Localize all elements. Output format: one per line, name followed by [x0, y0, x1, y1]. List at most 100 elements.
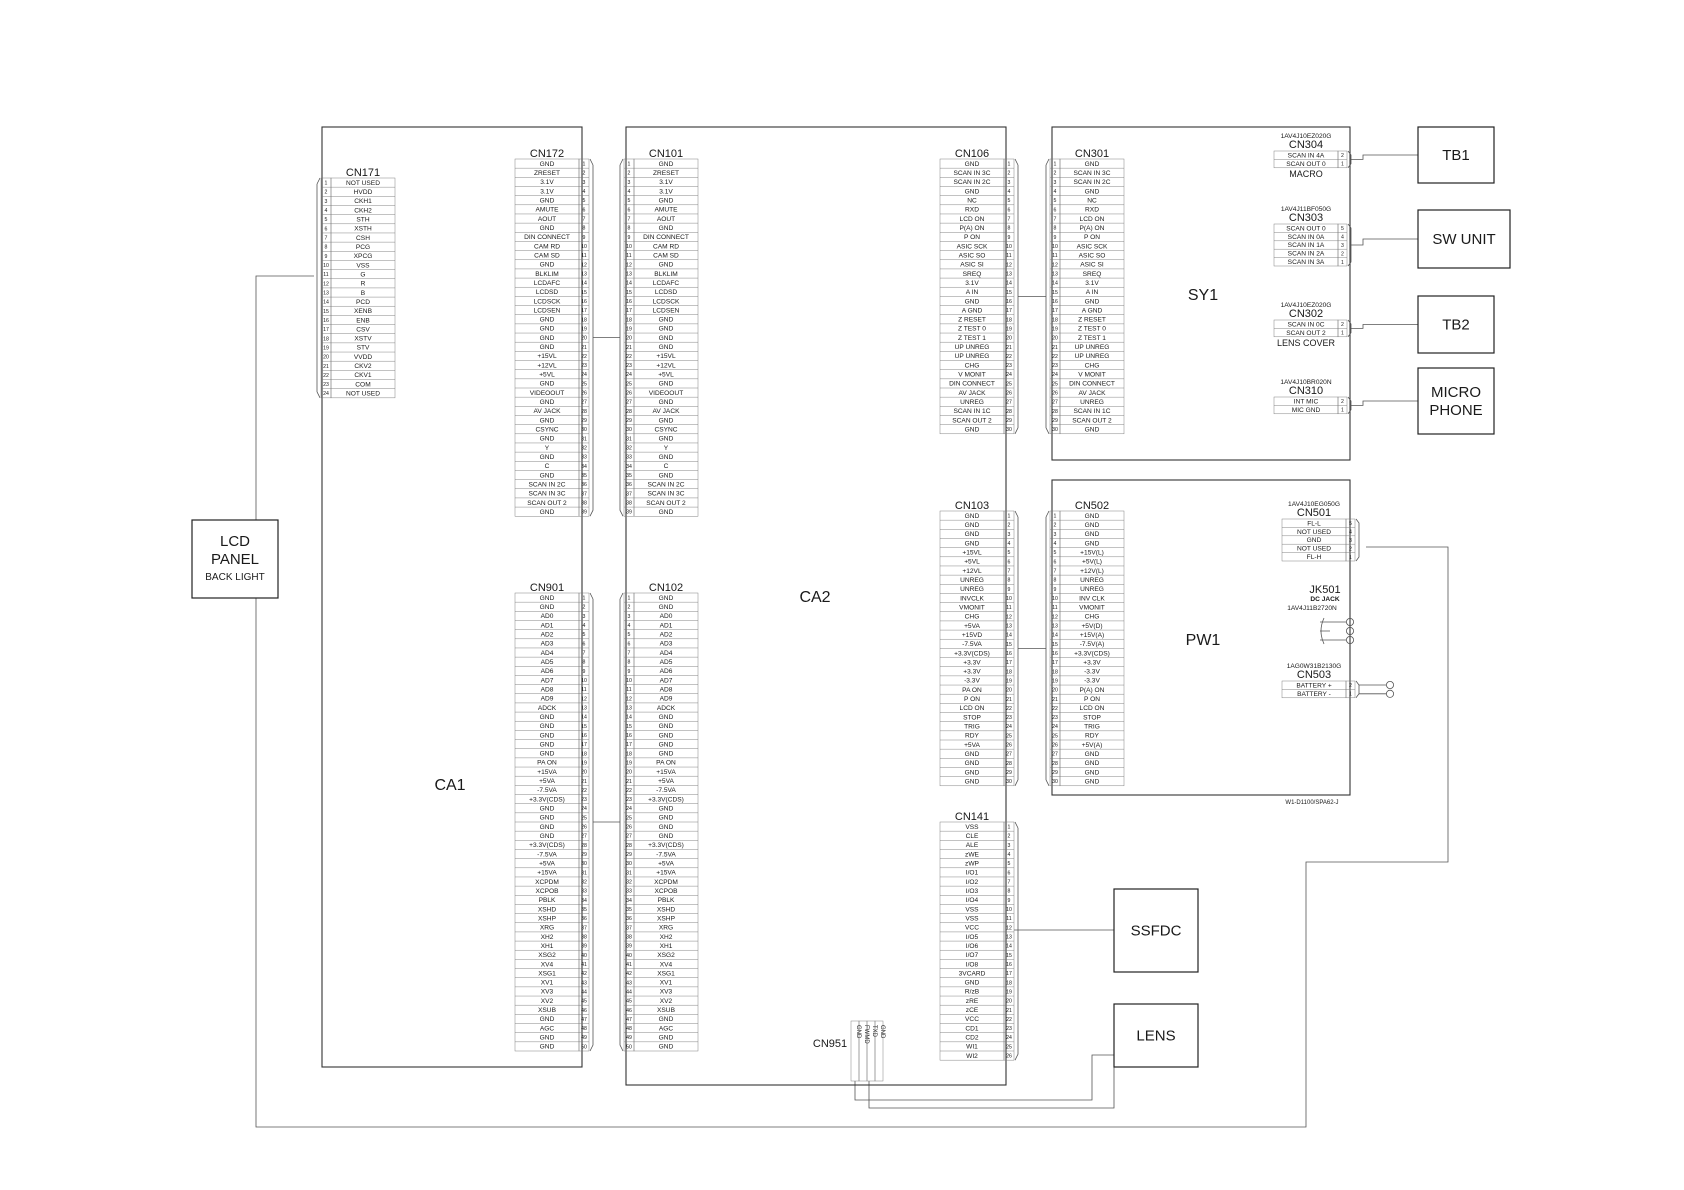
cn103-pin-name: TRIG — [964, 724, 980, 731]
cn141-pin-name: CD2 — [965, 1035, 979, 1042]
cn101-pin-number: 22 — [626, 354, 632, 360]
cn141-pin-name: CLE — [966, 833, 979, 840]
cn502-pin-number: 20 — [1052, 688, 1058, 694]
cn172-pin-name: GND — [540, 225, 555, 232]
cn172-pin-name: ZRESET — [534, 170, 560, 177]
cn103-pin-name: LCD ON — [960, 705, 985, 712]
cn502-pin-number: 3 — [1054, 532, 1057, 538]
cn301-pin-name: ASIC SO — [1079, 252, 1106, 259]
cn101-pin-number: 21 — [626, 345, 632, 351]
microphone-outline — [1417, 367, 1495, 435]
cn102-pin-number: 39 — [626, 944, 632, 950]
cn101-pin-number: 24 — [626, 372, 632, 378]
cn502-pin-name: +3.3V(CDS) — [1074, 650, 1110, 657]
cn304-pin-number: 2 — [1341, 153, 1344, 159]
cn103-pin-number: 19 — [1006, 678, 1012, 684]
cn501-pin-number: 4 — [1349, 530, 1352, 536]
board-label-ca2: CA2 — [799, 589, 830, 606]
cn101-pin-name: GND — [659, 335, 674, 342]
cn502-pin-name: LCD ON — [1080, 705, 1105, 712]
cn901-pin-number: 4 — [583, 623, 586, 629]
cn106-pin-number: 10 — [1006, 244, 1012, 250]
cn101-pin-number: 29 — [626, 418, 632, 424]
cn502-pin-number: 8 — [1054, 578, 1057, 584]
cn106-pin-number: 21 — [1006, 345, 1012, 351]
cn502-pin-number: 28 — [1052, 761, 1058, 767]
cn103-pin-number: 28 — [1006, 761, 1012, 767]
cn901-pin-name: AD4 — [541, 650, 554, 657]
cn141-pin-number: 19 — [1006, 989, 1012, 995]
cn171-pin-number: 3 — [325, 199, 328, 205]
cn101-pin-name: CAM SD — [653, 252, 679, 259]
cn103-pin-name: PA ON — [962, 687, 982, 694]
cn102-pin-name: PA ON — [656, 760, 676, 767]
cn303-pin-name: SCAN IN 3A — [1288, 259, 1325, 266]
cn901-pin-number: 43 — [581, 980, 587, 986]
cn106-pin-number: 22 — [1006, 354, 1012, 360]
wire-cn951-lens-2 — [868, 1067, 1115, 1109]
cn172-pin-name: AOUT — [538, 216, 556, 223]
cn102-pin-number: 17 — [626, 742, 632, 748]
cn502-pin-number: 13 — [1052, 623, 1058, 629]
cn171-pin-number: 5 — [325, 217, 328, 223]
cn102-pin-number: 29 — [626, 852, 632, 858]
cn502-pin-number: 18 — [1052, 669, 1058, 675]
cn301-pin-name: SCAN OUT 2 — [1072, 417, 1112, 424]
ssfdc-box: SSFDC — [1113, 888, 1199, 973]
cn103-pin-name: GND — [965, 779, 980, 786]
cn101-pin-number: 30 — [626, 427, 632, 433]
cn301-pin-name: ASIC SI — [1080, 262, 1104, 269]
cn303-pin-name: SCAN IN 0A — [1288, 234, 1325, 241]
cn301-pin-name: UNREG — [1080, 399, 1104, 406]
cn172-pin-name: LCDAFC — [534, 280, 561, 287]
cn106-pin-number: 19 — [1006, 326, 1012, 332]
cn106-pin-name: P ON — [964, 234, 980, 241]
cn901-pin-number: 29 — [581, 852, 587, 858]
cn141-pin-number: 25 — [1006, 1044, 1012, 1050]
cn103-pin-number: 15 — [1006, 642, 1012, 648]
cn301-pin-name: Z RESET — [1078, 317, 1106, 324]
cn171-pin-number: 12 — [323, 281, 329, 287]
cn901-pin-name: XH1 — [541, 943, 554, 950]
board-label-sy1: SY1 — [1188, 287, 1218, 304]
cn171-pin-name: XSTV — [354, 336, 372, 343]
cn172-pin-name: BLKLIM — [535, 271, 558, 278]
wire-cn310-microphone — [1351, 400, 1418, 406]
cn141-pin-name: WI1 — [966, 1044, 978, 1051]
cn103-pin-name: +3.3V(CDS) — [954, 650, 990, 657]
cn101-pin-number: 13 — [626, 271, 632, 277]
cn102-pin-number: 50 — [626, 1044, 632, 1050]
cn171-pin-name: PCD — [356, 299, 370, 306]
cn172-pin-number: 30 — [581, 427, 587, 433]
cn172-pin-number: 31 — [581, 436, 587, 442]
cn106-pin-name: GND — [965, 427, 980, 434]
cn172-pin-number: 22 — [581, 354, 587, 360]
cn901-pin-name: GND — [540, 824, 555, 831]
cn901-pin-name: XSHD — [538, 906, 557, 913]
cn101-pin-name: GND — [659, 198, 674, 205]
cn141-pin-name: I/O1 — [966, 870, 979, 877]
cn171-pin-name: STV — [357, 345, 370, 352]
cn901-pin-name: +15VA — [537, 870, 557, 877]
cn101-pin-name: Y — [664, 445, 669, 452]
cn171-pin-name: STH — [356, 217, 369, 224]
cn502-pin-name: -7.5V(A) — [1080, 641, 1105, 648]
cn102-pin-number: 10 — [626, 678, 632, 684]
cn103-pin-name: GND — [965, 540, 980, 547]
cn102-pin-name: AD6 — [660, 668, 673, 675]
cn102-pin-number: 8 — [628, 660, 631, 666]
cn172-pin-name: CAM SD — [534, 252, 560, 259]
cn102-pin-name: XSG2 — [657, 952, 675, 959]
cn106-pin-name: RXD — [965, 207, 979, 214]
cn301-pin-name: SREQ — [1083, 271, 1102, 278]
cn141-pin-name: zRE — [966, 998, 979, 1005]
wire-cn304-tb1 — [1351, 154, 1418, 160]
cn503-title: CN503 — [1297, 669, 1331, 681]
cn106-pin-number: 18 — [1006, 317, 1012, 323]
cn502-pin-name: VMONIT — [1079, 604, 1105, 611]
cn101-pin-number: 6 — [628, 207, 631, 213]
cn106-pin-name: SCAN IN 1C — [953, 408, 990, 415]
cn301-pin-number: 16 — [1052, 299, 1058, 305]
cn103-pin-number: 30 — [1006, 779, 1012, 785]
